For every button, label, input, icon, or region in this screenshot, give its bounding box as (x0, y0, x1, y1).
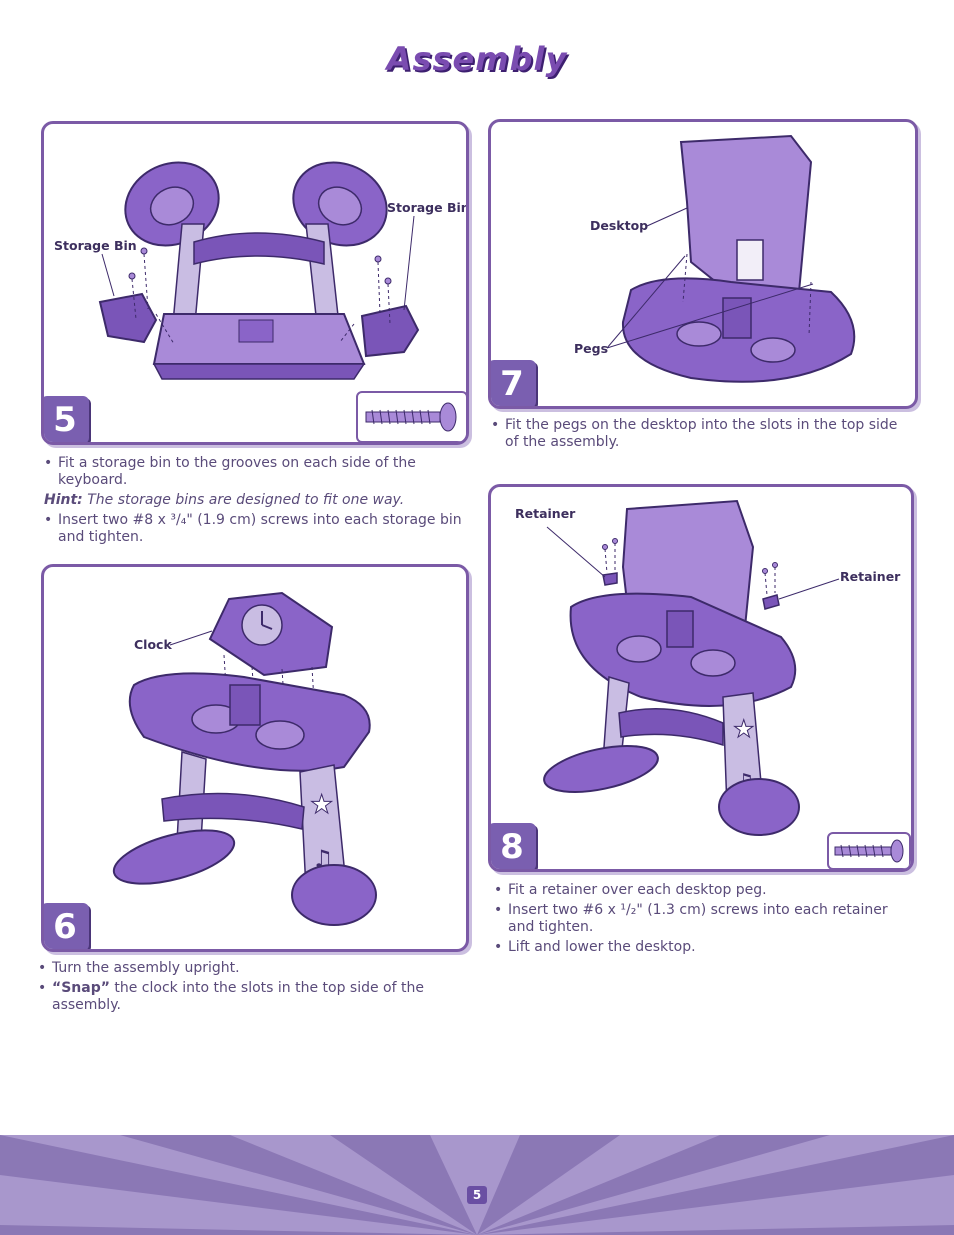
page-title: Assembly (386, 40, 568, 78)
pegs-label: Pegs (574, 341, 609, 356)
page-number: 5 (467, 1186, 487, 1204)
step-6-panel: ★ ♫ Clock 6 (41, 564, 469, 952)
step-5-hint: Hint: The storage bins are designed to f… (44, 492, 464, 509)
step-7-bullet-1: Fit the pegs on the desktop into the slo… (491, 417, 911, 451)
step-7-instructions: Fit the pegs on the desktop into the slo… (491, 417, 911, 454)
clock-label: Clock (134, 637, 172, 652)
hint-label: Hint: (44, 492, 83, 508)
svg-text:★: ★ (310, 790, 333, 820)
svg-text:★: ★ (733, 715, 755, 743)
step-8-bullet-1: Fit a retainer over each desktop peg. (494, 882, 894, 899)
step-6-instructions: Turn the assembly upright. “Snap” the cl… (38, 960, 468, 1017)
retainer-label-right: Retainer (840, 569, 901, 584)
hint-text: The storage bins are designed to fit one… (82, 492, 405, 508)
step-8-panel: ★ ♫ Retainer Retainer (488, 484, 914, 872)
storage-bin-illustration (98, 161, 420, 380)
step-8-number: 8 (491, 823, 536, 869)
retainer-illustration: ★ ♫ (543, 499, 840, 836)
step-6-number: 6 (44, 903, 89, 949)
step-6-bullet-1: Turn the assembly upright. (38, 960, 468, 977)
snap-word: “Snap” (52, 980, 110, 996)
clock-illustration: ★ ♫ (112, 591, 377, 926)
storage-bin-label-left: Storage Bin (54, 238, 137, 253)
step-6-bullet-2-rest: the clock into the slots in the top side… (52, 980, 424, 1013)
step-5-number: 5 (44, 396, 89, 442)
storage-bin-label-right: Storage Bin (387, 200, 469, 215)
step-5-instructions: Fit a storage bin to the grooves on each… (44, 455, 464, 549)
footer-sunburst (0, 1135, 954, 1235)
retainer-label-left: Retainer (515, 506, 576, 521)
desktop-label: Desktop (590, 218, 649, 233)
step-8-instructions: Fit a retainer over each desktop peg. In… (494, 882, 894, 959)
screw-icon (365, 402, 457, 432)
step-6-bullet-2: “Snap” the clock into the slots in the t… (38, 980, 468, 1014)
desktop-illustration (606, 134, 856, 383)
step-8-bullet-3: Lift and lower the desktop. (494, 939, 894, 956)
step-8-bullet-2: Insert two #6 x ¹/₂" (1.3 cm) screws int… (494, 902, 894, 936)
screw-size-box (827, 832, 911, 869)
step-5-panel: Storage Bin Storage Bin 5 (41, 121, 469, 445)
step-7-number: 7 (491, 360, 536, 406)
screw-size-box (356, 391, 466, 442)
step-5-bullet-2: Insert two #8 x ³/₄" (1.9 cm) screws int… (44, 512, 464, 546)
step-5-bullet-1: Fit a storage bin to the grooves on each… (44, 455, 464, 489)
screw-icon (834, 839, 904, 863)
step-7-panel: Desktop Pegs 7 (488, 119, 918, 409)
